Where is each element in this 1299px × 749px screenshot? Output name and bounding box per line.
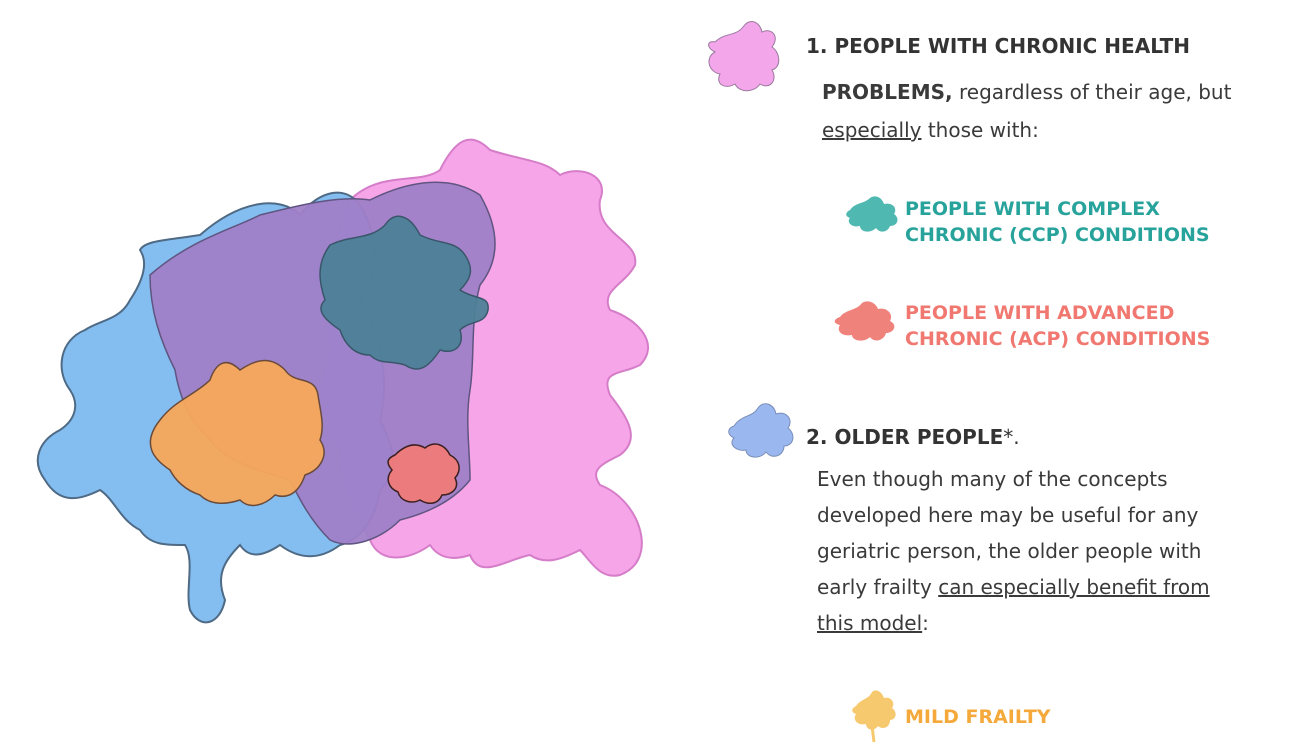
section1-especially: especially: [822, 118, 921, 142]
acp-label: PEOPLE WITH ADVANCED CHRONIC (ACP) CONDI…: [905, 300, 1210, 352]
section1-line3: especially those with:: [822, 112, 1039, 148]
section2-title: 2. OLDER PEOPLE*.: [806, 422, 1020, 452]
ccp-label: PEOPLE WITH COMPLEX CHRONIC (CCP) CONDIT…: [905, 196, 1210, 248]
section1-line2: PROBLEMS, regardless of their age, but: [822, 74, 1231, 110]
section2-body-line4: early frailty can especially benefit fro…: [817, 569, 1210, 605]
section2-body-line1: Even though many of the concepts: [817, 461, 1210, 497]
acp-label-line2: CHRONIC (ACP) CONDITIONS: [905, 326, 1210, 352]
acp-label-line1: PEOPLE WITH ADVANCED: [905, 300, 1210, 326]
orange-splash-icon: [846, 686, 900, 744]
pink-splash-icon: [700, 12, 786, 98]
section2-line4-underlined: can especially benefit from: [938, 575, 1209, 599]
section1-title-rest: regardless of their age, but: [953, 80, 1232, 104]
ccp-label-line1: PEOPLE WITH COMPLEX: [905, 196, 1210, 222]
section2-line5-underlined: this model: [817, 611, 922, 635]
blue-splash-icon: [720, 388, 804, 472]
section2-line5-rest: :: [922, 611, 929, 635]
mild-frailty-label: MILD FRAILTY: [905, 704, 1051, 730]
section1-title-bold-2: PROBLEMS,: [822, 80, 953, 104]
teal-splash-icon: [840, 192, 904, 236]
section2-body-line2: developed here may be useful for any: [817, 497, 1210, 533]
section1-title-bold: 1. PEOPLE WITH CHRONIC HEALTH: [806, 34, 1190, 58]
section2-body-line5: this model:: [817, 605, 1210, 641]
section2-body: Even though many of the concepts develop…: [817, 461, 1210, 641]
section2-line4-plain: early frailty: [817, 575, 938, 599]
red-splash-icon: [828, 295, 902, 349]
section2-title-rest: *.: [1003, 425, 1019, 449]
section2-title-bold: 2. OLDER PEOPLE: [806, 425, 1003, 449]
section1-title: 1. PEOPLE WITH CHRONIC HEALTH: [806, 31, 1190, 61]
section2-body-line3: geriatric person, the older people with: [817, 533, 1210, 569]
ccp-label-line2: CHRONIC (CCP) CONDITIONS: [905, 222, 1210, 248]
section1-line3-rest: those with:: [921, 118, 1038, 142]
